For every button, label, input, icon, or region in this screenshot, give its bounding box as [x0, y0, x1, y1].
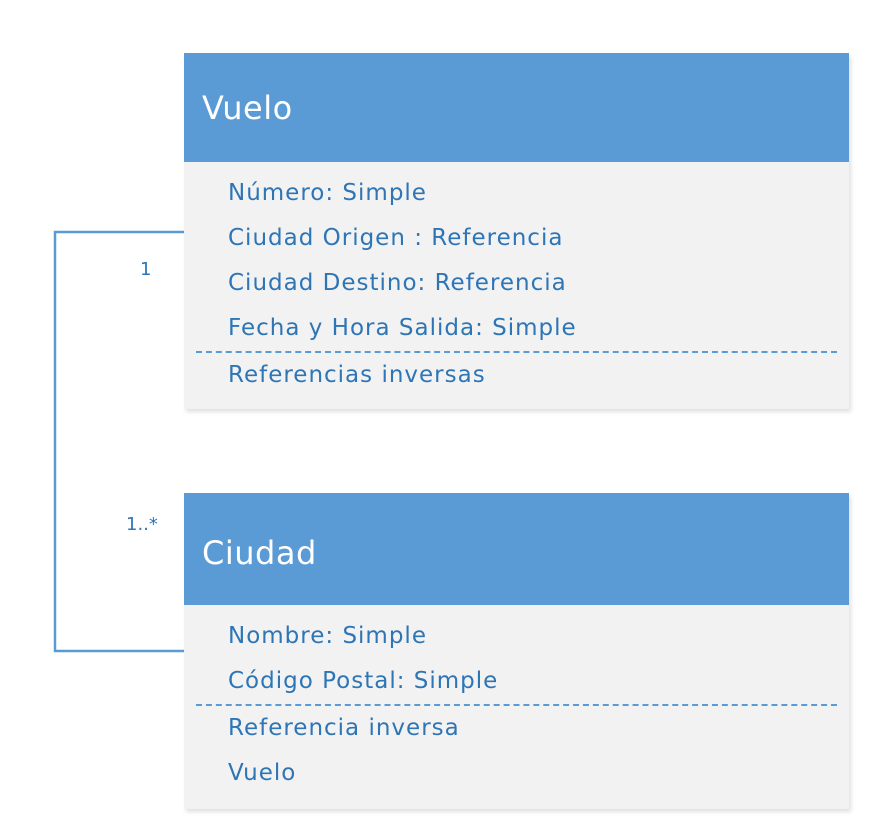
attribute-ciudad-destino: Ciudad Destino: Referencia [228, 270, 567, 296]
entity-ciudad-inverse-refs: Referencia inversa Vuelo [184, 706, 849, 796]
attribute-codigo-postal: Código Postal: Simple [228, 668, 499, 694]
multiplicity-vuelo: 1 [140, 259, 152, 280]
entity-vuelo-attributes: Número: Simple Ciudad Origen : Referenci… [184, 162, 849, 351]
entity-ciudad-attributes: Nombre: Simple Código Postal: Simple [184, 605, 849, 704]
attribute-fecha-hora-salida: Fecha y Hora Salida: Simple [228, 315, 577, 341]
inverse-entity-vuelo: Vuelo [228, 760, 297, 786]
entity-vuelo: Vuelo Número: Simple Ciudad Origen : Ref… [184, 53, 849, 409]
entity-vuelo-inverse-refs: Referencias inversas [184, 353, 849, 398]
entity-ciudad: Ciudad Nombre: Simple Código Postal: Sim… [184, 493, 849, 809]
attribute-numero: Número: Simple [228, 180, 427, 206]
attribute-ciudad-origen: Ciudad Origen : Referencia [228, 225, 564, 251]
relationship-line [53, 230, 186, 653]
attribute-nombre: Nombre: Simple [228, 623, 427, 649]
inverse-label: Referencias inversas [228, 362, 486, 388]
entity-ciudad-title: Ciudad [184, 493, 849, 605]
inverse-label: Referencia inversa [228, 715, 460, 741]
entity-vuelo-title: Vuelo [184, 53, 849, 162]
multiplicity-ciudad: 1..* [126, 514, 158, 535]
entity-vuelo-separator [196, 351, 837, 353]
entity-ciudad-separator [196, 704, 837, 706]
